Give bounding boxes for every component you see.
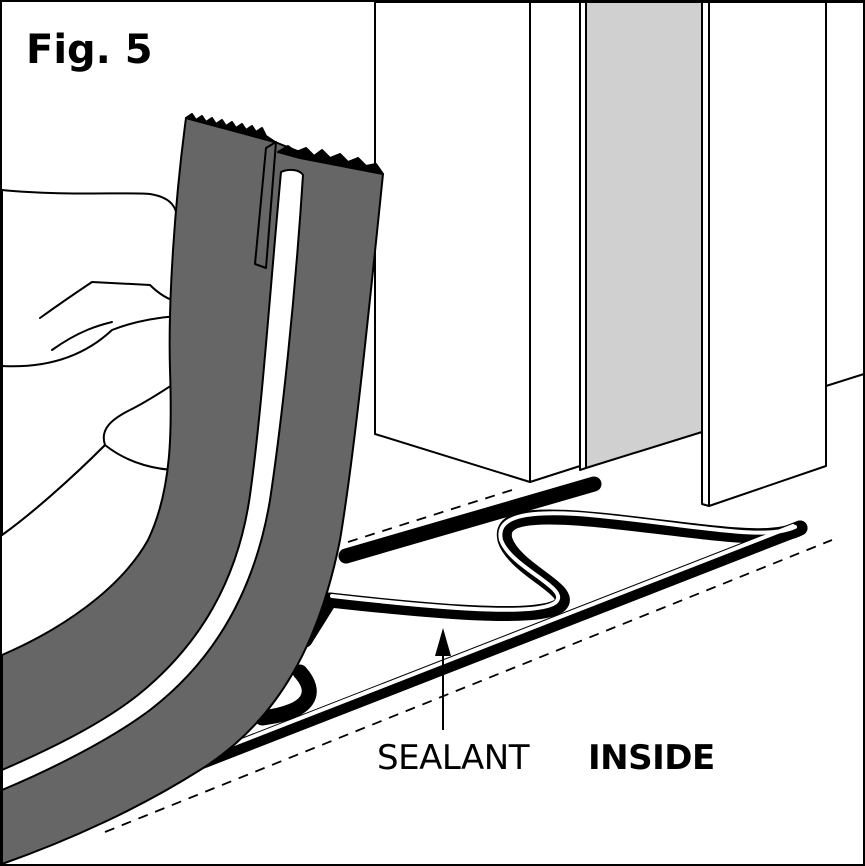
inside-label: INSIDE — [588, 738, 715, 778]
figure-title: Fig. 5 — [26, 27, 153, 73]
weatherstrip — [1, 113, 384, 865]
wall-panel-left-side — [529, 1, 581, 483]
wall-panel-left-face — [374, 1, 531, 483]
wall-recess-shaded — [585, 1, 703, 469]
weatherstrip-ridges-2 — [277, 145, 384, 175]
knuckle-line-2 — [51, 321, 113, 351]
weatherstrip-core — [1, 168, 304, 791]
sealant-label: SEALANT — [377, 738, 530, 778]
sealant-pointer — [435, 628, 451, 730]
wall-panel-right-face — [708, 1, 827, 507]
wall-panel-far-right — [825, 1, 865, 387]
wall-panels — [374, 1, 865, 507]
weatherstrip-lip — [254, 141, 277, 269]
floor-guide-lines — [104, 489, 833, 833]
dashed-line-front — [104, 539, 833, 833]
weatherstrip-ridges — [185, 113, 276, 143]
sealant-bead — [172, 476, 808, 778]
wall-panel-right-edge — [701, 1, 710, 507]
